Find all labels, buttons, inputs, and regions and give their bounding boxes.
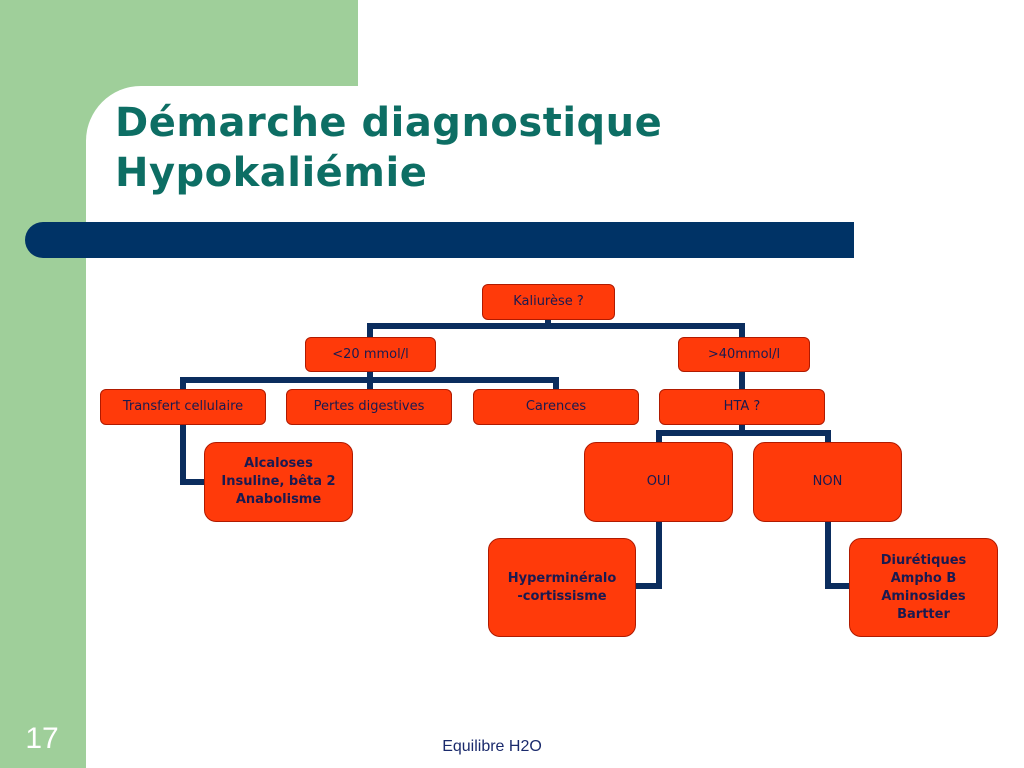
connector-transfert-causes — [180, 421, 208, 485]
node-low-kaliurese: <20 mmol/l — [305, 337, 436, 372]
node-pertes-digestives-label: Pertes digestives — [313, 399, 425, 414]
node-transfert-cellulaire: Transfert cellulaire — [100, 389, 266, 425]
slide-number: 17 — [25, 722, 59, 755]
node-low-kaliurese-label: <20 mmol/l — [332, 346, 409, 362]
cause-hypermineralo: Hyperminéralo — [507, 570, 617, 586]
node-hta: HTA ? — [659, 389, 825, 425]
cause-alcaloses: Alcaloses — [244, 456, 313, 471]
node-hta-non: NON — [753, 442, 902, 522]
node-high-kaliurese-label: >40mmol/l — [707, 346, 781, 362]
node-hta-label: HTA ? — [723, 399, 761, 414]
node-hta-non-label: NON — [812, 474, 843, 489]
cause-insuline-beta2: Insuline, bêta 2 — [221, 474, 336, 489]
node-non-causes: Diurétiques Ampho B Aminosides Bartter — [849, 538, 998, 637]
footer-text: Equilibre H2O — [442, 738, 542, 755]
slide-title: Démarche diagnostique Hypokaliémie — [115, 98, 662, 198]
title-underline-bar — [25, 222, 854, 258]
node-kaliurese-label: Kaliurèse ? — [513, 294, 584, 309]
cause-aminosides: Aminosides — [881, 588, 966, 604]
cause-anabolisme: Anabolisme — [235, 492, 322, 507]
connector-oui-cause — [634, 518, 662, 589]
node-transfert-causes: Alcaloses Insuline, bêta 2 Anabolisme — [204, 442, 353, 522]
node-pertes-digestives: Pertes digestives — [286, 389, 452, 425]
cause-diuretiques: Diurétiques — [880, 552, 967, 568]
node-high-kaliurese: >40mmol/l — [678, 337, 810, 372]
content-panel — [86, 86, 1024, 768]
connector-non-causes — [825, 518, 853, 589]
cause-bartter: Bartter — [897, 606, 950, 622]
node-carences: Carences — [473, 389, 639, 425]
slide-title-line-2: Hypokaliémie — [115, 150, 428, 196]
node-hta-oui: OUI — [584, 442, 733, 522]
connector-low-branches — [180, 368, 559, 393]
node-kaliurese: Kaliurèse ? — [482, 284, 615, 320]
node-carences-label: Carences — [525, 399, 587, 414]
node-hta-oui-label: OUI — [646, 474, 671, 489]
cause-cortissisme: -cortissisme — [517, 588, 607, 604]
connector-hta-branches — [656, 421, 831, 445]
cause-ampho-b: Ampho B — [890, 570, 957, 586]
node-transfert-cellulaire-label: Transfert cellulaire — [122, 399, 244, 414]
node-hypermineralocorticisme: Hyperminéralo -cortissisme — [488, 538, 636, 637]
slide-title-line-1: Démarche diagnostique — [115, 100, 663, 146]
connector-root-branches — [367, 316, 745, 341]
